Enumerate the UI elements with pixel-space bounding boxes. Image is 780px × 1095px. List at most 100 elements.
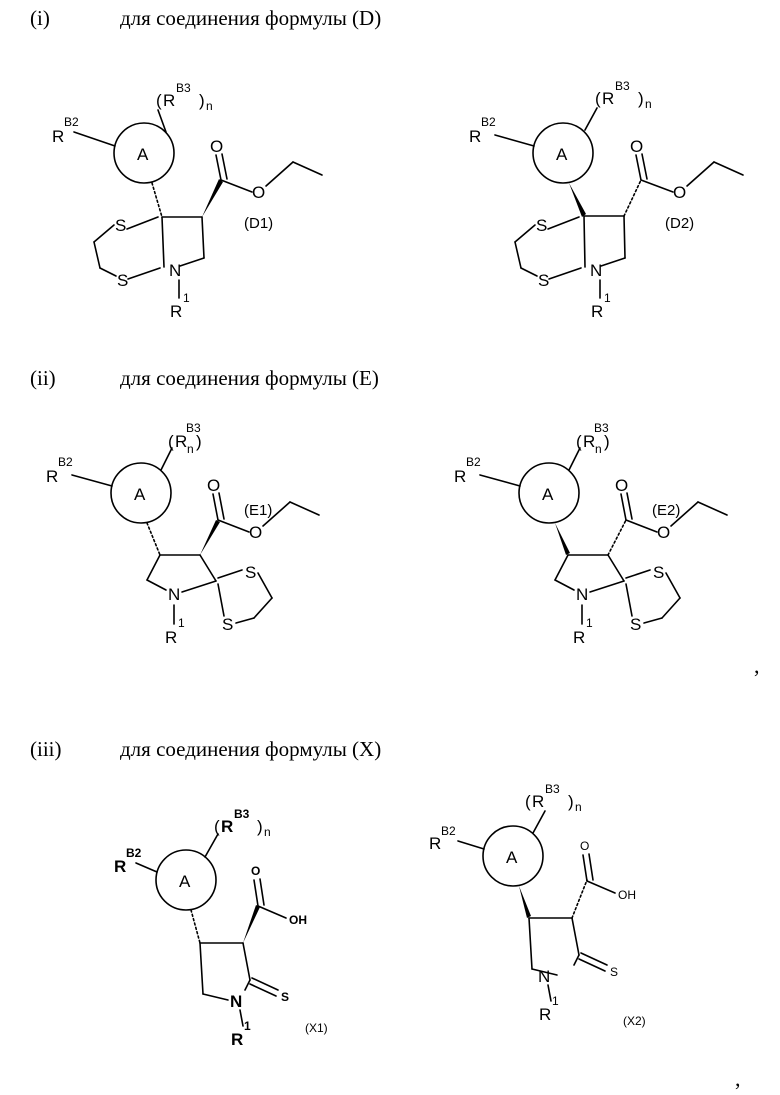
structure-e1: A R B2 ( R B3 n ) O O N R 1 S S (E1) — [40, 420, 380, 670]
rb3-subscript: n — [264, 825, 271, 839]
r1-superscript: 1 — [604, 291, 611, 305]
rb3-superscript: B3 — [615, 79, 630, 93]
atom-o: O — [580, 839, 589, 853]
rb3-close-paren: ) — [199, 91, 205, 110]
section-text: для соединения формулы (E) — [120, 366, 379, 390]
atom-n: N — [590, 261, 602, 280]
section-text: для соединения формулы (D) — [120, 6, 381, 30]
section-heading-i: (i)для соединения формулы (D) — [30, 6, 381, 31]
atom-oh: OH — [289, 913, 307, 927]
rb3-subscript: n — [187, 442, 194, 456]
rb3-open-paren: ( — [525, 792, 531, 811]
atom-s: S — [222, 615, 233, 634]
atom-n: N — [168, 585, 180, 604]
section-text: для соединения формулы (X) — [120, 737, 381, 761]
atom-n: N — [576, 585, 588, 604]
structure-e2: A R B2 ( R B3 n ) O O N R 1 S S (E2) — [448, 420, 780, 670]
ring-a-label: A — [506, 848, 518, 867]
rb2-superscript: B2 — [58, 455, 73, 469]
atom-o: O — [630, 137, 643, 156]
atom-n: N — [230, 992, 242, 1011]
section-numeral: (ii) — [30, 366, 120, 391]
rb3-subscript: n — [595, 442, 602, 456]
rb2-superscript: B2 — [441, 824, 456, 838]
atom-o: O — [251, 864, 260, 878]
rb2-symbol: R — [469, 127, 481, 146]
rb2-symbol: R — [46, 467, 58, 486]
rb3-symbol: R — [221, 817, 233, 836]
r1-symbol: R — [165, 628, 177, 647]
r1-superscript: 1 — [183, 291, 190, 305]
rb3-open-paren: ( — [595, 89, 601, 108]
rb2-superscript: B2 — [64, 115, 79, 129]
rb3-close-paren: ) — [196, 432, 202, 451]
atom-o: O — [657, 523, 670, 542]
atom-n: N — [538, 967, 550, 986]
rb3-close-paren: ) — [568, 792, 574, 811]
rb3-open-paren: ( — [168, 432, 174, 451]
label-d1: (D1) — [244, 215, 273, 232]
rb2-symbol: R — [114, 857, 126, 876]
atom-s: S — [630, 615, 641, 634]
r1-symbol: R — [170, 302, 182, 321]
label-x1: (X1) — [305, 1021, 328, 1035]
atom-o: O — [673, 183, 686, 202]
rb3-superscript: B3 — [176, 81, 191, 95]
ring-a-label: A — [137, 145, 149, 164]
atom-s: S — [538, 271, 549, 290]
atom-s: S — [610, 965, 618, 979]
atom-s: S — [281, 990, 289, 1004]
r1-symbol: R — [573, 628, 585, 647]
rb3-symbol: R — [163, 91, 175, 110]
rb3-close-paren: ) — [638, 89, 644, 108]
atom-o: O — [207, 476, 220, 495]
rb2-superscript: B2 — [481, 115, 496, 129]
ring-a-label: A — [542, 485, 554, 504]
rb3-subscript: n — [575, 800, 582, 814]
rb3-symbol: R — [532, 792, 544, 811]
atom-o: O — [252, 183, 265, 202]
label-x2: (X2) — [623, 1014, 646, 1028]
section-numeral: (iii) — [30, 737, 120, 762]
rb3-open-paren: ( — [156, 91, 162, 110]
r1-symbol: R — [539, 1005, 551, 1024]
rb3-subscript: n — [645, 97, 652, 111]
atom-s: S — [117, 271, 128, 290]
atom-n: N — [169, 261, 181, 280]
section-heading-iii: (iii)для соединения формулы (X) — [30, 737, 381, 762]
rb2-superscript: B2 — [126, 846, 142, 860]
structure-x2: A R B2 ( R B3 ) n S O OH N R 1 (X2) — [415, 775, 715, 1025]
atom-o: O — [210, 137, 223, 156]
r1-symbol: R — [591, 302, 603, 321]
atom-o: O — [249, 523, 262, 542]
ring-a-label: A — [179, 872, 191, 891]
atom-oh: OH — [618, 888, 636, 902]
r1-superscript: 1 — [244, 1019, 251, 1033]
rb3-open-paren: ( — [576, 432, 582, 451]
atom-o: O — [615, 476, 628, 495]
section-heading-ii: (ii)для соединения формулы (E) — [30, 366, 379, 391]
r1-superscript: 1 — [586, 616, 593, 630]
structure-x1: A R B2 ( R B3 ) n S O OH N R 1 (X1) — [100, 800, 400, 1050]
rb3-subscript: n — [206, 99, 213, 113]
r1-superscript: 1 — [178, 616, 185, 630]
label-e1: (E1) — [244, 502, 272, 519]
structure-d2: A R B2 ( R B3 ) n O O N R 1 S S (D2) — [465, 80, 780, 330]
rb3-close-paren: ) — [604, 432, 610, 451]
rb2-symbol: R — [454, 467, 466, 486]
r1-symbol: R — [231, 1030, 243, 1049]
atom-s: S — [536, 216, 547, 235]
rb3-superscript: B3 — [545, 782, 560, 796]
rb3-close-paren: ) — [257, 817, 263, 836]
rb3-open-paren: ( — [214, 817, 220, 836]
ring-a-label: A — [556, 145, 568, 164]
section-numeral: (i) — [30, 6, 120, 31]
rb3-symbol: R — [602, 89, 614, 108]
separator-comma: , — [735, 1066, 741, 1092]
ring-a-label: A — [134, 485, 146, 504]
label-e2: (E2) — [652, 502, 680, 519]
label-d2: (D2) — [665, 215, 694, 232]
rb2-symbol: R — [429, 834, 441, 853]
atom-s: S — [115, 216, 126, 235]
structure-d1: A R B2 ( R B3 ) n O O N R 1 S S (D1) — [40, 80, 380, 330]
